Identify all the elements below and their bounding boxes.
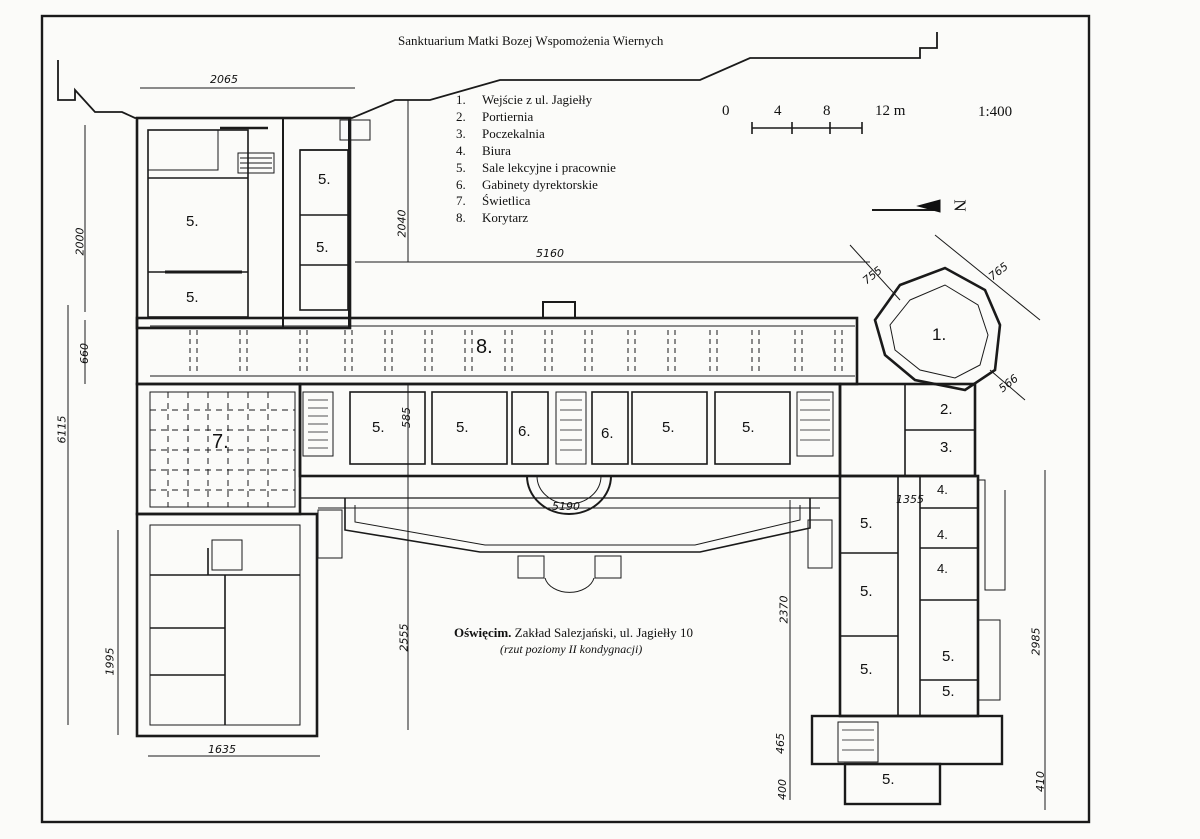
room-label: 5. — [860, 515, 873, 532]
drawing-frame — [40, 14, 1091, 824]
room-label: 5. — [372, 419, 385, 436]
terrace — [300, 475, 840, 593]
legend-label: Portiernia — [482, 108, 534, 124]
room-label: 5. — [662, 419, 675, 436]
dimension-label: 5160 — [536, 247, 564, 260]
sanctuary-outline — [57, 32, 938, 119]
dimension-label: 465 — [774, 733, 787, 754]
legend-item: 5. Sale lekcyjne i pracownie — [456, 160, 616, 177]
legend-item: 1. Wejście z ul. Jagiełły — [456, 92, 616, 109]
north-arrow-icon — [872, 199, 941, 213]
legend-label: Gabinety dyrektorskie — [482, 176, 598, 192]
room-label: 6. — [518, 423, 531, 440]
dimension-label: 400 — [776, 779, 789, 800]
caption-place: Oświęcim. — [454, 625, 512, 640]
legend-label: Korytarz — [482, 210, 529, 226]
room-label: 5. — [318, 171, 331, 188]
dimension-label: 2065 — [210, 73, 238, 86]
dimension-label: 2000 — [73, 227, 87, 256]
legend-label: Wejście z ul. Jagiełły — [482, 92, 593, 107]
room-label: 5. — [186, 289, 199, 306]
legend-item: 4. Biura — [456, 143, 616, 160]
room-label: 1. — [932, 325, 947, 344]
east-wing — [810, 382, 1006, 806]
room-label: 3. — [940, 439, 953, 456]
room-label: 5. — [942, 648, 955, 665]
room-label: 5. — [942, 683, 955, 700]
entrance-rotunda — [873, 266, 1002, 392]
scale-tick-label: 4 — [774, 103, 782, 119]
dimension-label: 1355 — [896, 493, 924, 506]
room-label: 8. — [476, 336, 493, 358]
legend-item: 8. Korytarz — [456, 210, 616, 227]
room-label: 5. — [882, 771, 895, 788]
north-label: N — [950, 199, 970, 212]
caption-subtitle: (rzut poziomy II kondygnacji) — [500, 642, 643, 656]
main-corridor — [135, 301, 859, 386]
legend-number: 6. — [456, 176, 466, 192]
legend-number: 1. — [456, 92, 466, 107]
dimension-label: 410 — [1034, 771, 1047, 792]
dimension-label: 2555 — [397, 623, 411, 652]
room-label: 5. — [742, 419, 755, 436]
legend-label: Poczekalnia — [482, 125, 545, 141]
room-label: 6. — [601, 425, 614, 442]
scale-tick-label: 8 — [823, 103, 831, 119]
dimension-label: 660 — [78, 343, 91, 364]
legend-number: 8. — [456, 210, 466, 226]
west-wing — [135, 116, 371, 330]
legend-number: 4. — [456, 142, 466, 158]
dimension-label: 2040 — [395, 209, 409, 238]
scale-tick-label: 0 — [722, 103, 730, 119]
room-label: 5. — [456, 419, 469, 436]
legend-number: 5. — [456, 159, 466, 175]
room-label: 5. — [186, 213, 199, 230]
scale-ratio: 1:400 — [978, 104, 1013, 120]
scale-tick-label: 12 m — [875, 103, 906, 119]
west-lower-wing — [135, 512, 319, 738]
legend-label: Biura — [482, 142, 511, 158]
room-label: 5. — [860, 583, 873, 600]
dimension-label: 2370 — [777, 595, 791, 624]
room-label: 4. — [937, 561, 948, 576]
dimension-label: 5190 — [552, 500, 580, 513]
legend-number: 3. — [456, 125, 466, 141]
sanctuary-title: Sanktuarium Matki Bozej Wspomożenia Wier… — [398, 33, 664, 48]
room-label: 7. — [212, 431, 229, 453]
legend-item: 3. Poczekalnia — [456, 126, 616, 143]
scale-bar — [751, 122, 863, 134]
room-label: 4. — [937, 482, 948, 497]
legend-label: Świetlica — [482, 193, 531, 209]
legend-number: 7. — [456, 193, 466, 209]
dimension-label: 2985 — [1029, 627, 1043, 656]
plan-caption: Oświęcim. Zakład Salezjański, ul. Jagieł… — [454, 626, 693, 639]
room-label: 5. — [316, 239, 329, 256]
legend-item: 6. Gabinety dyrektorskie — [456, 177, 616, 194]
legend-item: 2. Portiernia — [456, 109, 616, 126]
caption-title: Zakład Salezjański, ul. Jagiełły 10 — [514, 625, 693, 640]
dimension-lines — [67, 87, 1046, 810]
legend-item: 7. Świetlica — [456, 193, 616, 210]
room-label: 5. — [860, 661, 873, 678]
legend-number: 2. — [456, 108, 466, 124]
dimension-label: 1635 — [208, 743, 236, 756]
dimension-label: 6115 — [55, 415, 69, 444]
room-legend: 1. Wejście z ul. Jagiełły 2. Portiernia 3.… — [456, 92, 616, 227]
room-label: 2. — [940, 401, 953, 418]
dimension-label: 585 — [400, 407, 413, 428]
dimension-label: 1995 — [103, 647, 117, 676]
legend-label: Sale lekcyjne i pracownie — [482, 159, 616, 175]
room-label: 4. — [937, 527, 948, 542]
